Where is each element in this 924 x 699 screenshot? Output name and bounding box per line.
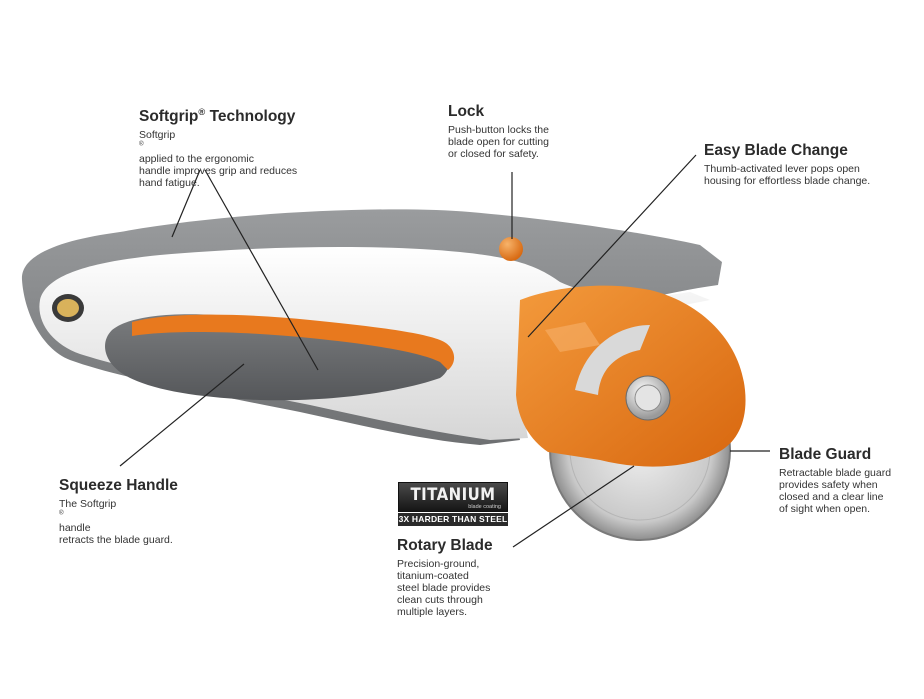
callout-description: The Softgrip® handle retracts the blade … xyxy=(59,498,173,546)
leader-softgrip-1 xyxy=(171,169,201,238)
callout-blade-guard: Blade Guard Retractable blade guard prov… xyxy=(779,446,891,515)
callout-description: Push-button locks the blade open for cut… xyxy=(448,124,549,160)
leader-rotary xyxy=(512,465,635,548)
callout-lock: Lock Push-button locks the blade open fo… xyxy=(448,103,549,160)
callout-blade-change: Easy Blade Change Thumb-activated lever … xyxy=(704,142,870,187)
lock-button xyxy=(499,237,523,261)
titanium-badge: TITANIUM blade coating 3X HARDER THAN ST… xyxy=(398,482,508,528)
blade-window xyxy=(575,325,650,395)
callout-squeeze-handle: Squeeze Handle The Softgrip® handle retr… xyxy=(59,477,178,546)
callout-softgrip: Softgrip® Technology Softgrip® applied t… xyxy=(139,106,298,189)
callout-title: Easy Blade Change xyxy=(704,142,848,159)
titanium-word: TITANIUM xyxy=(410,485,496,505)
leader-blade-change xyxy=(527,154,697,338)
callout-title: Squeeze Handle xyxy=(59,477,178,494)
callout-description: Thumb-activated lever pops open housing … xyxy=(704,163,871,187)
callout-description: Softgrip® applied to the ergonomic handl… xyxy=(139,129,298,189)
callout-rotary-blade: Rotary Blade Precision-ground, titanium-… xyxy=(397,537,493,618)
callout-title: Softgrip® Technology xyxy=(139,106,296,125)
callout-description: Retractable blade guard provides safety … xyxy=(779,467,892,515)
titanium-strip: 3X HARDER THAN STEEL xyxy=(398,513,508,526)
leader-squeeze xyxy=(119,363,245,467)
titanium-subtext: blade coating xyxy=(468,504,501,510)
leader-softgrip-2 xyxy=(204,169,319,371)
callout-title: Rotary Blade xyxy=(397,537,493,554)
callout-description: Precision-ground, titanium-coated steel … xyxy=(397,558,491,618)
leader-lines xyxy=(119,154,770,548)
titanium-badge-top: TITANIUM blade coating xyxy=(398,482,508,512)
callout-title: Blade Guard xyxy=(779,446,872,463)
grip-orange-trim xyxy=(132,314,455,370)
callout-title: Lock xyxy=(448,103,485,120)
